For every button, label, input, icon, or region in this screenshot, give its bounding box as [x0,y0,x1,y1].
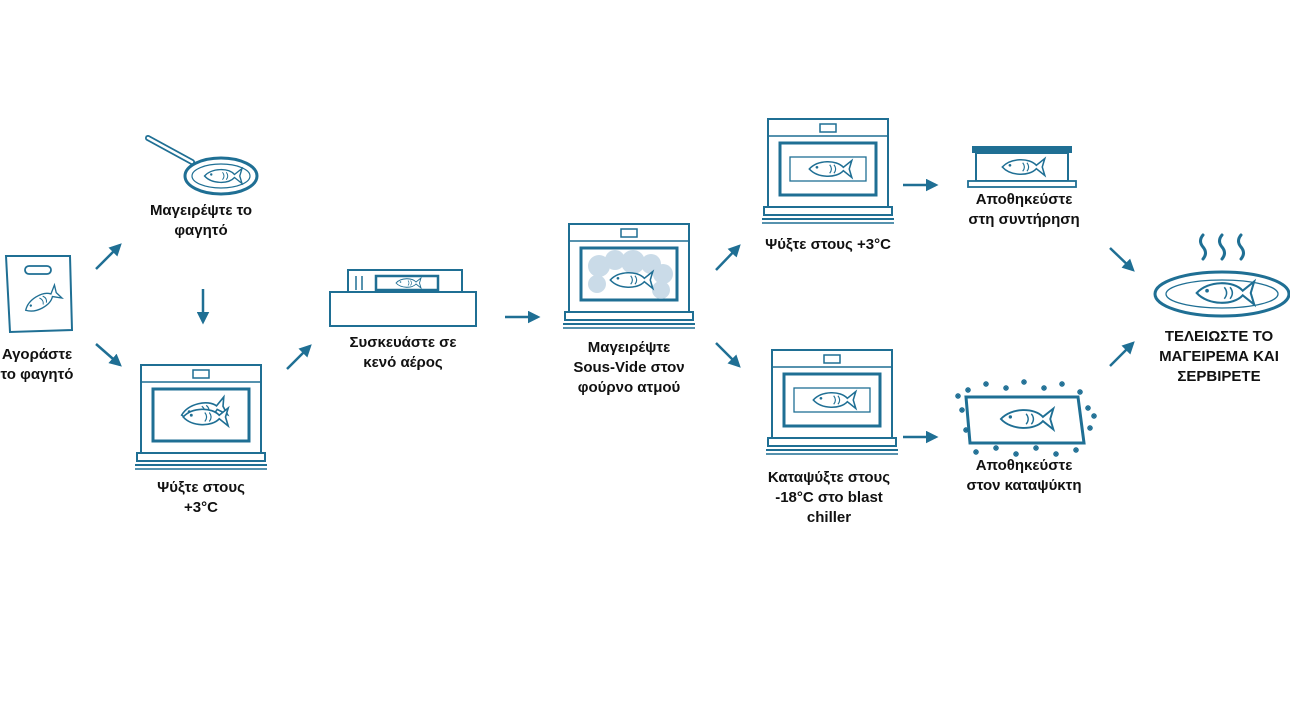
oven-fish-icon [760,117,896,225]
snowflake-icon [955,393,961,399]
vacuum-drawer-icon [329,269,477,327]
arrow-sousvide-to-chill [715,244,741,271]
snowflake-icon [959,407,965,413]
step-label-vacuum: Συσκευάστε σε κενό αέρος [349,334,457,371]
flow-arrows [95,178,1135,444]
step-label-store-fridge: Αποθηκεύστε στη συντήρηση [968,191,1080,228]
snowflake-icon [1091,413,1097,419]
snowflake-icon [965,387,971,393]
snowflake-icon [1053,451,1059,457]
snowflake-icon [1085,405,1091,411]
arrow-chill-to-vacuum [286,344,312,370]
step-label-chill-2: Ψύξτε στους +3°C [765,236,891,253]
fish-bag-icon [4,255,74,334]
snowflake-icon [1087,425,1093,431]
step-label-cook: Μαγειρέψτε το φαγητό [149,202,253,239]
oven-fish-icon [133,363,269,471]
snowflake-icon [1073,447,1079,453]
arrow-fridge-to-finish [1109,247,1135,272]
step-label-store-freezer: Αποθηκεύστε στον καταψύκτη [966,457,1082,494]
step-label-sousvide: Μαγειρέψτε Sous-Vide στον φούρνο ατμού [573,339,685,396]
step-label-chill-1: Ψύξτε στους +3°C [157,479,245,516]
snowflake-icon [1077,389,1083,395]
blast-chiller-icon [764,348,900,456]
arrow-freezer-to-finish [1109,341,1135,367]
snowflake-icon [1041,385,1047,391]
served-plate-icon [1153,233,1290,318]
steam-oven-icon [561,222,697,330]
frying-pan-icon [145,135,259,196]
snowflake-icon [1021,379,1027,385]
snowflake-icon [993,445,999,451]
snowflake-icon [1033,445,1039,451]
snowflake-icon [973,449,979,455]
snowflake-icon [983,381,989,387]
snowflake-icon [963,427,969,433]
step-label-buy: Αγοράστε το φαγητό [0,346,74,383]
frozen-tray-icon [955,379,1097,457]
step-label-finish: ΤΕΛΕΙΩΣΤΕ ΤΟ ΜΑΓΕΙΡΕΜΑ ΚΑΙ ΣΕΡΒΙΡΕΤΕ [1159,328,1279,385]
snowflake-icon [1013,451,1019,457]
snowflake-icon [1059,381,1065,387]
snowflake-icon [1003,385,1009,391]
step-label-freeze: Καταψύξτε στους -18°C στο blast chiller [767,469,891,526]
arrow-buy-to-chill [95,343,122,367]
arrow-sousvide-to-freeze [715,342,741,368]
fridge-tray-icon [967,146,1077,188]
arrow-buy-to-cook [95,243,122,270]
